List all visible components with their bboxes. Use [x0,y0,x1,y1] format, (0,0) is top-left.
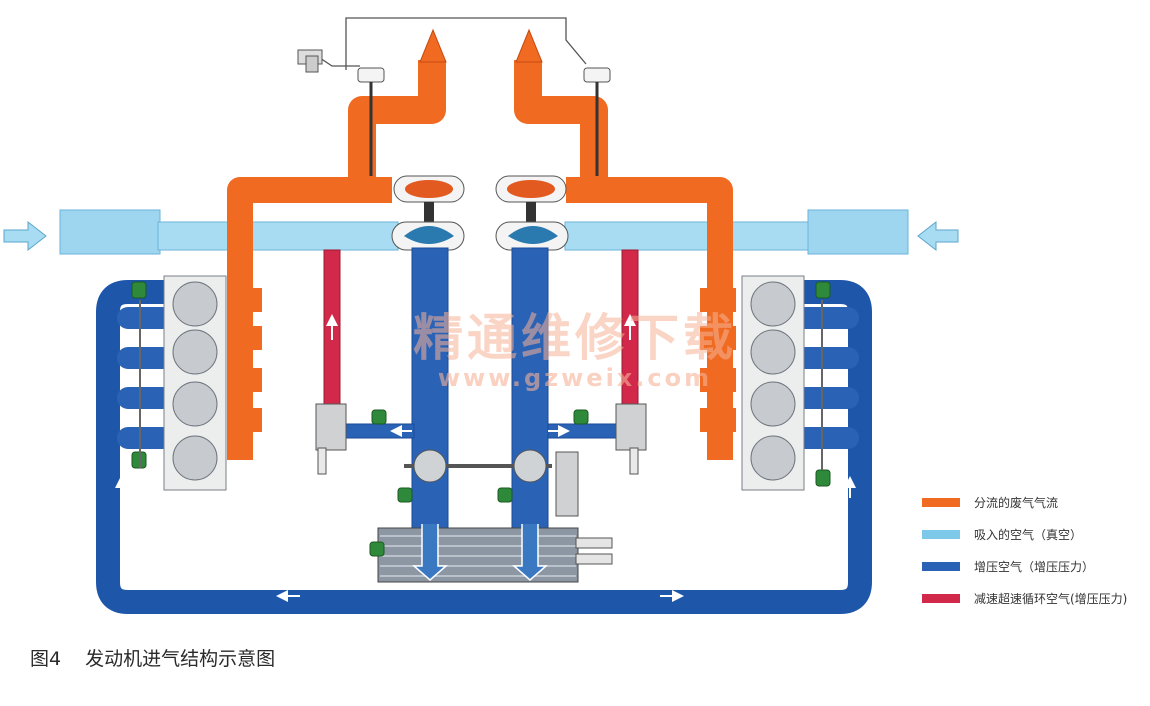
throttle-linkage [404,449,579,517]
intake-air-pipes [3,209,959,255]
cylinder-bank-left [139,275,227,491]
turbocharger-left [391,175,465,251]
figure-number: 图4 [30,648,62,670]
boost-flow-arrows [115,476,856,602]
legend-item-boost-air: 增压空气（增压压力） [922,550,1142,582]
legend-swatch-intake-air [922,529,960,539]
legend-swatch-boost-air [922,561,960,571]
figure-caption: 图4 发动机进气结构示意图 [30,644,275,671]
exhaust-pipes [227,60,736,460]
cylinder-bank-right [741,275,823,491]
legend-label: 分流的废气气流 [974,495,1059,510]
turbocharger-right [495,175,569,251]
legend-label: 减速超速循环空气(增压压力) [974,591,1128,606]
boost-air-loop [96,280,872,614]
legend-item-exhaust: 分流的废气气流 [922,486,1142,518]
legend-item-recirculation-air: 减速超速循环空气(增压压力) [922,582,1142,614]
pressure-sensor [297,49,323,73]
legend-label: 吸入的空气（真空） [974,527,1083,542]
exhaust-outlet-arrows [419,28,543,63]
diverter-valve-left [315,403,347,475]
recirculation-air [323,249,639,407]
wastegate-actuators [357,67,611,176]
intercooler [377,524,613,583]
legend-label: 增压空气（增压压力） [974,559,1095,574]
figure-title: 发动机进气结构示意图 [85,648,276,670]
legend: 分流的废气气流 吸入的空气（真空） 增压空气（增压压力） 减速超速循环空气(增压… [922,486,1142,614]
diverter-valve-right [615,403,647,475]
legend-swatch-recirculation-air [922,593,960,603]
legend-swatch-exhaust [922,497,960,507]
legend-item-intake-air: 吸入的空气（真空） [922,518,1142,550]
